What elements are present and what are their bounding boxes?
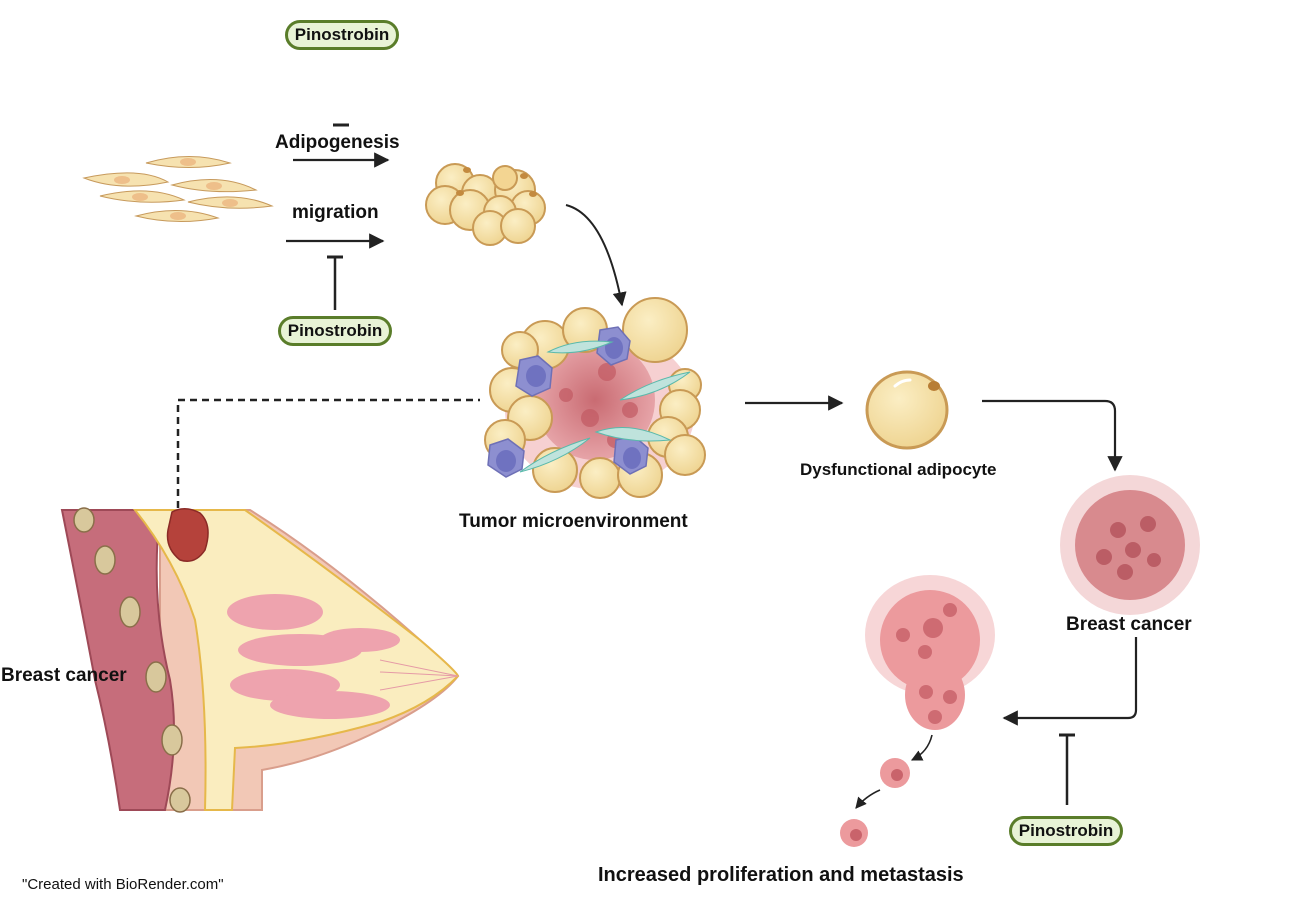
bottom-inhibition [1059,733,1075,805]
adipocyte-to-cancer-arrow [982,399,1123,472]
outcome-label: Increased proliferation and metastasis [598,864,964,886]
dashed-connector [176,398,480,520]
adipocyte-cluster-icon [425,163,546,246]
tumor-cluster-icon [1060,475,1200,615]
curved-arrow-to-tme [565,204,627,307]
breast-cross-section-icon [60,507,460,813]
breast-cancer-cluster-label: Breast cancer [1066,614,1192,635]
tumor-microenvironment-icon [484,297,706,499]
pinostrobin-bottom-badge: Pinostrobin [1009,816,1123,846]
metastasis-cells-icon [840,575,995,847]
adipogenesis-label: Adipogenesis [275,132,400,153]
tumor-microenvironment-label: Tumor microenvironment [459,511,688,532]
cancer-to-metastasis-arrow [1002,637,1138,726]
credit-text: "Created with BioRender.com" [22,876,224,893]
top-inhibition [333,64,349,127]
adipocyte-icon [865,370,949,450]
pinostrobin-top-badge: Pinostrobin [285,20,399,50]
pinostrobin-middle-badge: Pinostrobin [278,316,392,346]
middle-inhibition [327,255,343,310]
preadipocyte-cells-icon [82,156,274,223]
migration-label: migration [292,202,379,223]
dysfunctional-adipocyte-label: Dysfunctional adipocyte [800,460,997,479]
breast-anatomy-label: Breast cancer [1,665,127,686]
